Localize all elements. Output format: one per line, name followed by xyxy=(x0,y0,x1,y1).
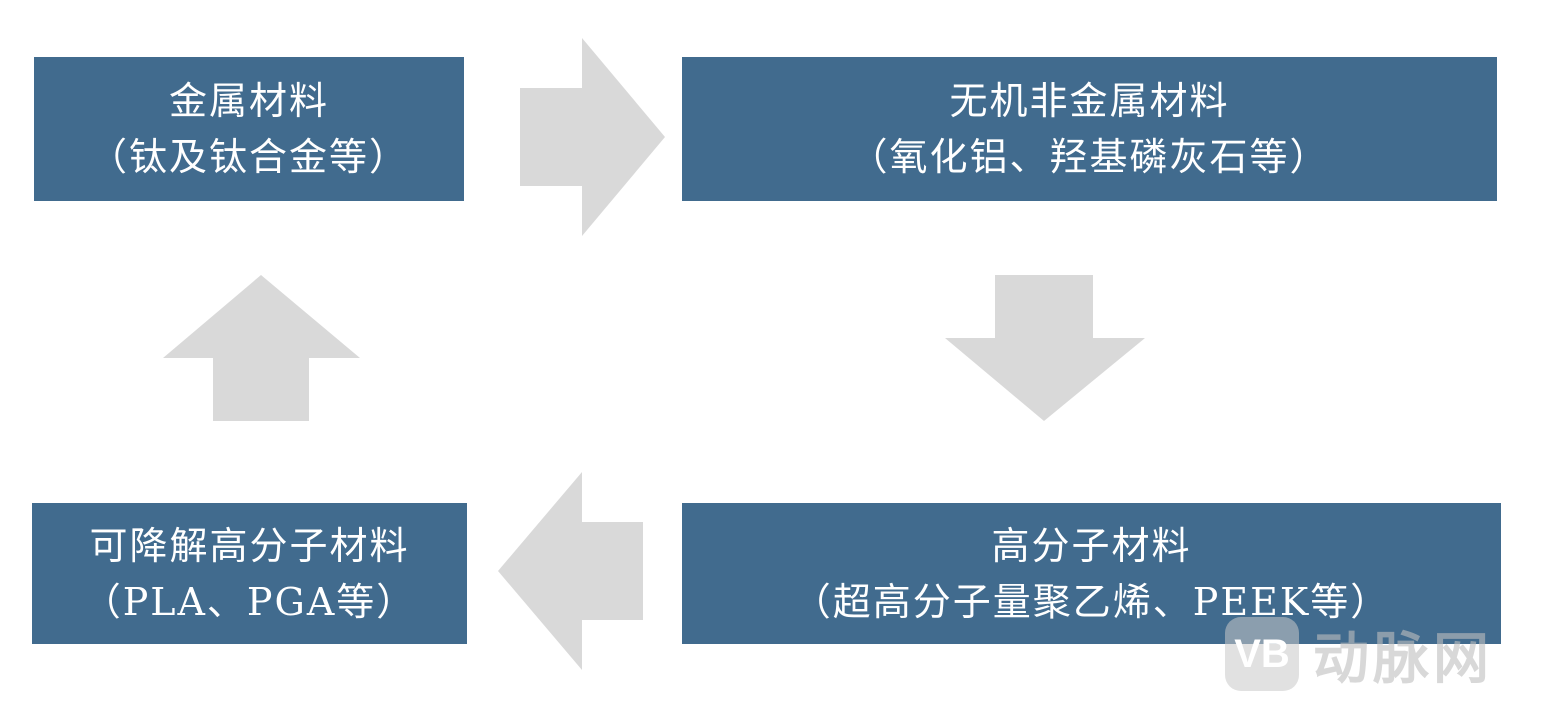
inorganic-nonmetal-materials-box: 无机非金属材料 （氧化铝、羟基磷灰石等） xyxy=(682,57,1497,201)
arrow-right xyxy=(520,38,665,236)
degradable-polymer-materials-box: 可降解高分子材料 （PLA、PGA等） xyxy=(32,503,467,644)
metal-materials-subtitle: （钛及钛合金等） xyxy=(88,135,409,179)
polymer-materials-box: 高分子材料 （超高分子量聚乙烯、PEEK等） xyxy=(682,503,1501,644)
arrow-up xyxy=(163,275,360,421)
degradable-materials-title: 可降解高分子材料 xyxy=(89,523,410,568)
arrow-left xyxy=(498,472,643,670)
watermark-badge-icon: VB xyxy=(1225,617,1299,691)
arrow-down xyxy=(945,275,1145,421)
degradable-materials-subtitle: （PLA、PGA等） xyxy=(82,579,417,624)
polymer-materials-title: 高分子材料 xyxy=(991,523,1192,568)
watermark-logo: VB 动脉网 xyxy=(1225,614,1535,694)
inorganic-materials-subtitle: （氧化铝、羟基磷灰石等） xyxy=(849,135,1330,179)
polymer-materials-subtitle: （超高分子量聚乙烯、PEEK等） xyxy=(792,579,1391,624)
metal-materials-box: 金属材料 （钛及钛合金等） xyxy=(34,57,464,201)
inorganic-materials-title: 无机非金属材料 xyxy=(949,79,1230,123)
metal-materials-title: 金属材料 xyxy=(168,79,329,123)
watermark-text: 动脉网 xyxy=(1313,626,1493,692)
